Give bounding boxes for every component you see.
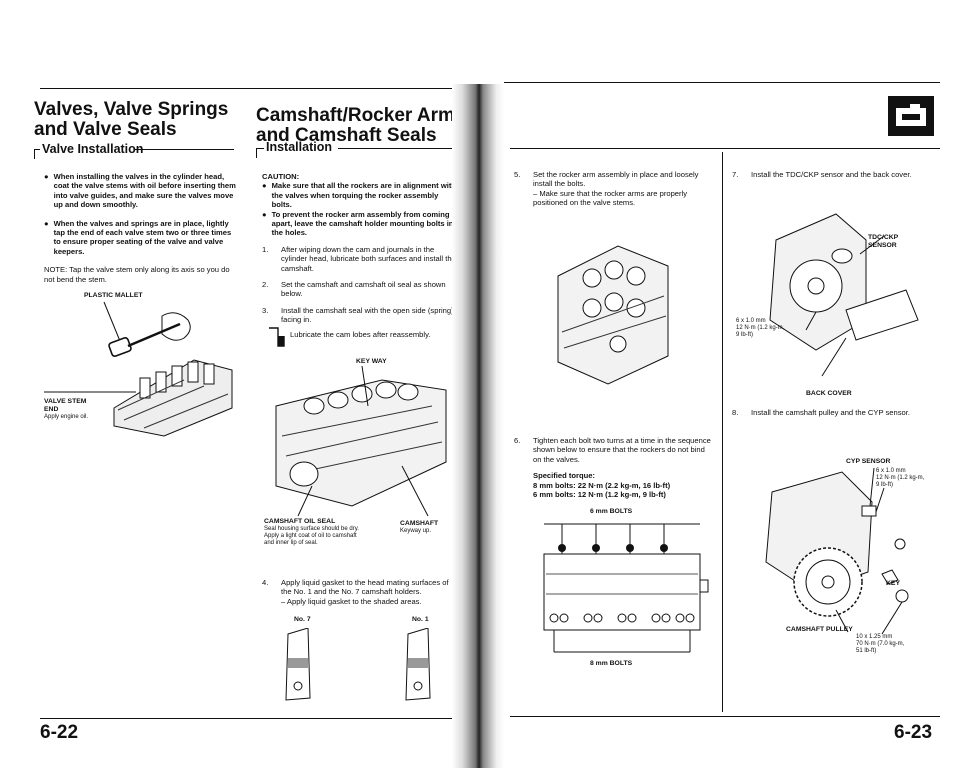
step-5-note: – Make sure that the rocker arms are pro… bbox=[533, 188, 688, 208]
note-text: NOTE: Tap the valve stem only along its … bbox=[44, 265, 230, 284]
label-plastic-mallet: PLASTIC MALLET bbox=[84, 292, 143, 299]
step-4: 4.Apply liquid gasket to the head mating… bbox=[262, 578, 449, 597]
bottom-rule-left bbox=[40, 718, 452, 719]
subtitle-rule-right bbox=[338, 148, 452, 149]
bottom-rule-right bbox=[510, 716, 940, 717]
caution-heading: CAUTION: bbox=[262, 172, 300, 181]
lubricate-note: Lubricate the cam lobes after reassembly… bbox=[290, 330, 431, 339]
column-divider bbox=[722, 152, 723, 712]
rocker-arm-figure bbox=[557, 245, 669, 385]
col3-step6: 6.Tighten each bolt two turns at a time … bbox=[514, 436, 714, 499]
subtitle-rule-right bbox=[134, 149, 234, 150]
subtitle-tick bbox=[34, 149, 35, 159]
label-camshaft-pulley: CAMSHAFT PULLEY bbox=[786, 626, 853, 633]
label-8mm-bolts: 8 mm BOLTS bbox=[590, 660, 633, 667]
section-subtitle: Valve Installation bbox=[42, 142, 144, 156]
camshaft-figure bbox=[275, 366, 447, 517]
list-item: ●Make sure that all the rockers are in a… bbox=[262, 181, 457, 210]
list-item: ●When installing the valves in the cylin… bbox=[44, 172, 236, 210]
label-oil-seal-note: Seal housing surface should be dry. Appl… bbox=[264, 526, 359, 546]
page-binding bbox=[452, 84, 504, 768]
label-no1: No. 1 bbox=[412, 616, 429, 623]
section-title: Camshaft/Rocker Arms and Camshaft Seals bbox=[256, 105, 466, 146]
step-8: 8.Install the camshaft pulley and the CY… bbox=[732, 408, 910, 417]
step-2: 2.Set the camshaft and camshaft oil seal… bbox=[262, 280, 446, 299]
step-7: 7.Install the TDC/CKP sensor and the bac… bbox=[732, 170, 912, 179]
top-rule-left bbox=[40, 88, 452, 89]
section-subtitle: Installation bbox=[266, 140, 332, 154]
list-item: ●To prevent the rocker arm assembly from… bbox=[262, 209, 454, 238]
label-tdc-ckp-sensor: TDC/CKP SENSOR bbox=[868, 234, 899, 249]
step-5: 5.Set the rocker arm assembly in place a… bbox=[514, 170, 699, 189]
step-3: 3.Install the camshaft seal with the ope… bbox=[262, 305, 454, 325]
camshaft-pulley-figure bbox=[765, 467, 909, 635]
subtitle-rule-left bbox=[256, 148, 264, 149]
valve-install-figure bbox=[44, 301, 233, 437]
label-valve-stem-end: VALVE STEM END bbox=[44, 398, 87, 413]
step-6: 6.Tighten each bolt two turns at a time … bbox=[514, 436, 711, 464]
label-back-cover: BACK COVER bbox=[806, 390, 852, 397]
page-number-left: 6-22 bbox=[40, 722, 79, 743]
label-cyp-sensor: CYP SENSOR bbox=[846, 458, 891, 465]
step-4-note: – Apply liquid gasket to the shaded area… bbox=[281, 596, 422, 606]
camshaft-holders-figure bbox=[285, 628, 431, 701]
lubricate-icon bbox=[269, 327, 285, 347]
bolt-sequence-figure bbox=[543, 523, 709, 653]
col1-text: ●When installing the valves in the cylin… bbox=[44, 172, 238, 284]
col4-step7: 7.Install the TDC/CKP sensor and the bac… bbox=[732, 170, 932, 179]
torque-8mm: 8 mm bolts: 22 N·m (2.2 kg-m, 16 lb-ft) bbox=[533, 480, 671, 490]
section-title: Valves, Valve Springs and Valve Seals bbox=[34, 99, 229, 140]
label-keyway-up: Keyway up. bbox=[400, 528, 432, 534]
col3-step5: 5.Set the rocker arm assembly in place a… bbox=[514, 170, 714, 208]
label-10x125-bolt: 10 x 1.25 mm 70 N·m (7.0 kg-m, 51 lb-ft) bbox=[856, 634, 905, 654]
top-rule-right bbox=[504, 82, 940, 83]
label-6mm-bolts: 6 mm BOLTS bbox=[590, 508, 633, 515]
list-item: ●When the valves and springs are in plac… bbox=[44, 218, 232, 256]
label-camshaft-oil-seal: CAMSHAFT OIL SEAL bbox=[264, 518, 336, 525]
torque-heading: Specified torque: bbox=[533, 471, 596, 481]
tdc-sensor-figure bbox=[769, 213, 919, 377]
torque-6mm: 6 mm bolts: 12 N·m (1.2 kg-m, 9 lb-ft) bbox=[533, 490, 666, 500]
page-number-right: 6-23 bbox=[894, 722, 933, 743]
label-camshaft: CAMSHAFT bbox=[400, 520, 439, 527]
col4-step8: 8.Install the camshaft pulley and the CY… bbox=[732, 408, 932, 417]
label-key: KEY bbox=[886, 580, 900, 587]
label-key-way: KEY WAY bbox=[356, 358, 387, 365]
subtitle-tick bbox=[256, 148, 257, 158]
subtitle-rule-left bbox=[34, 149, 40, 150]
step-1: 1.After wiping down the cam and journals… bbox=[262, 244, 456, 273]
section-rule-right bbox=[510, 148, 940, 149]
label-6x1-bolt-b: 6 x 1.0 mm 12 N·m (1.2 kg-m, 9 lb-ft) bbox=[876, 468, 925, 488]
label-6x1-bolt-a: 6 x 1.0 mm 12 N·m (1.2 kg-m, 9 lb-ft) bbox=[736, 318, 785, 338]
col2-step4: 4.Apply liquid gasket to the head mating… bbox=[262, 578, 458, 606]
engine-section-icon bbox=[888, 96, 934, 136]
label-no7: No. 7 bbox=[294, 616, 311, 623]
label-apply-oil: Apply engine oil. bbox=[44, 414, 89, 420]
col2-text: CAUTION: ●Make sure that all the rockers… bbox=[262, 172, 458, 325]
